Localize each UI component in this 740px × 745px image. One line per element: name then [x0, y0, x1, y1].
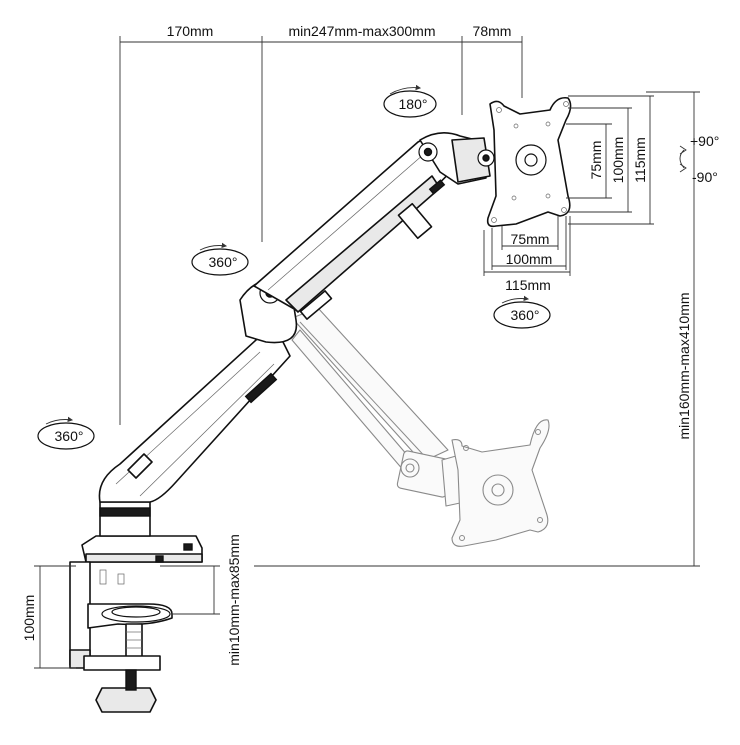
- ghost-arm-position: [291, 307, 550, 547]
- arm-offset-label: 170mm: [167, 23, 214, 39]
- vesa-h75-label: 75mm: [511, 231, 550, 247]
- vesa-v75-label: 75mm: [588, 141, 604, 180]
- arm-swivel-label: 360°: [209, 254, 238, 270]
- top-dimension-lines: [119, 36, 523, 425]
- height-range-label: min160mm-max410mm: [676, 292, 692, 439]
- head-swivel-badge: [493, 295, 551, 329]
- head-tilt-label: 180°: [399, 96, 428, 112]
- height-dimension: [254, 91, 700, 567]
- vesa-plate: [486, 96, 572, 228]
- head-offset-label: 78mm: [473, 23, 512, 39]
- vesa-vertical-dimensions: [566, 95, 654, 225]
- tilt-arrows: [679, 145, 687, 173]
- head-swivel-label: 360°: [511, 307, 540, 323]
- arm-reach-label: min247mm-max300mm: [288, 23, 435, 39]
- tilt-down-label: -90°: [692, 169, 718, 185]
- vesa-h100-label: 100mm: [506, 251, 553, 267]
- head-tilt-badge: [383, 84, 437, 118]
- vesa-v100-label: 100mm: [610, 137, 626, 184]
- clamp-assembly: [69, 535, 203, 713]
- vesa-h115-label: 115mm: [505, 277, 551, 293]
- vesa-v115-label: 115mm: [632, 137, 648, 183]
- upper-arm: [253, 132, 495, 320]
- base-swivel-label: 360°: [55, 428, 84, 444]
- clamp-height-label: 100mm: [21, 595, 37, 642]
- clamp-range-label: min10mm-max85mm: [226, 534, 242, 665]
- base-swivel-badge: [37, 416, 95, 450]
- tilt-up-label: +90°: [690, 133, 719, 149]
- lower-arm: [98, 278, 298, 537]
- arm-swivel-badge: [191, 242, 249, 276]
- vesa-horizontal-dimensions: [483, 216, 571, 276]
- clamp-dimensions: [34, 565, 220, 669]
